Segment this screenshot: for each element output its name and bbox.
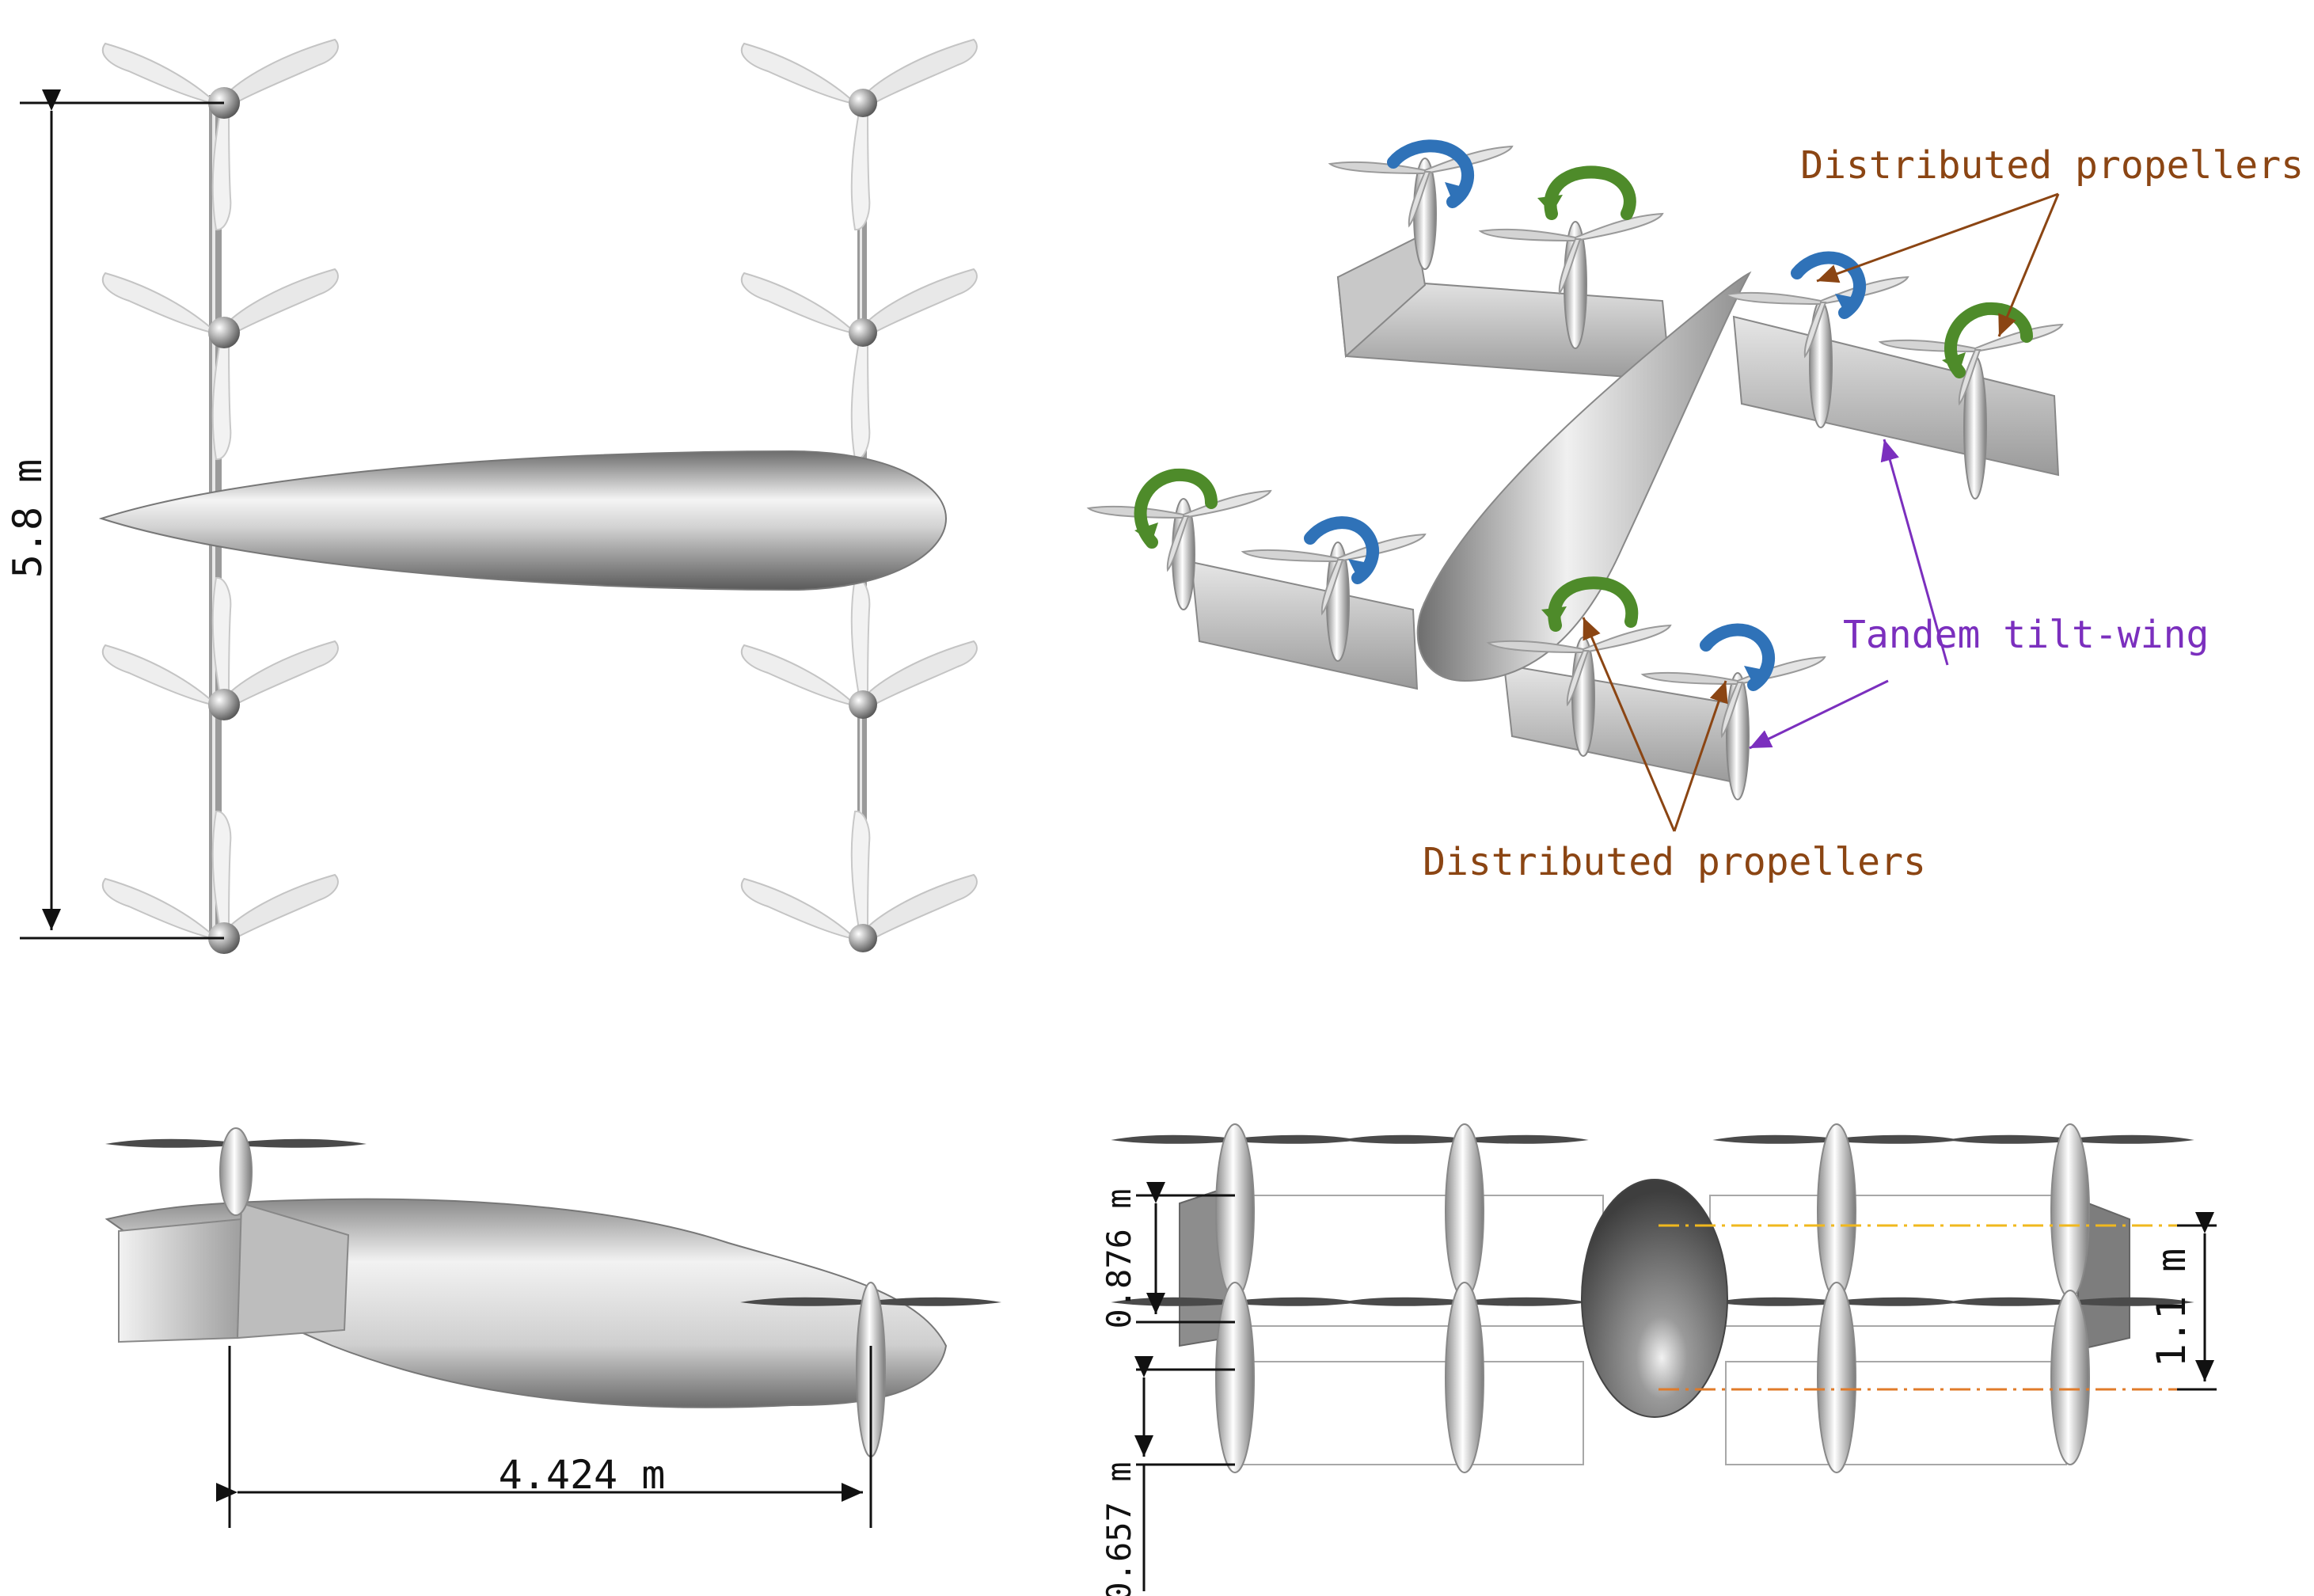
top-span-label: 5.8 m — [5, 459, 51, 579]
iso-wing-front-left — [1190, 560, 1419, 690]
iso-callout-lines — [1582, 192, 2060, 832]
front-offset-label: 1.1 m — [2149, 1248, 2194, 1368]
top-right-propellers — [740, 39, 978, 952]
front-fuselage — [1581, 1179, 1728, 1418]
label-distributed-propellers-lower: Distributed propellers — [1423, 840, 1926, 884]
front-pods — [1215, 1123, 2090, 1473]
front-height-upper-dimension: 0.876 m — [1100, 1182, 1235, 1329]
side-wing-spacing-dimension: 4.424 m — [216, 1346, 872, 1528]
iso-view: Distributed propellers Tandem tilt-wing … — [1088, 139, 2304, 884]
front-props-upper — [1111, 1134, 2194, 1144]
front-view: 1.1 m 0.876 m 0.657 m — [1100, 1123, 2217, 1596]
front-offset-dimension: 1.1 m — [2149, 1212, 2217, 1391]
top-span-dimension: 5.8 m — [5, 89, 224, 940]
side-wing-spacing-label: 4.424 m — [499, 1452, 666, 1498]
side-view: 4.424 m — [104, 1127, 1001, 1528]
top-fuselage — [98, 450, 948, 591]
top-view: 5.8 m — [5, 39, 978, 954]
label-tandem-tilt-wing: Tandem tilt-wing — [1843, 613, 2209, 657]
side-rear-wing — [118, 1218, 243, 1343]
label-distributed-propellers-upper: Distributed propellers — [1800, 143, 2304, 188]
front-height-lower-label: 0.657 m — [1100, 1461, 1138, 1596]
iso-fuselage — [1416, 271, 1752, 682]
front-height-lower-dimension: 0.657 m — [1100, 1356, 1235, 1596]
rotation-arrows — [1134, 139, 2033, 691]
side-rear-pod — [219, 1127, 253, 1216]
front-height-upper-label: 0.876 m — [1100, 1188, 1138, 1328]
